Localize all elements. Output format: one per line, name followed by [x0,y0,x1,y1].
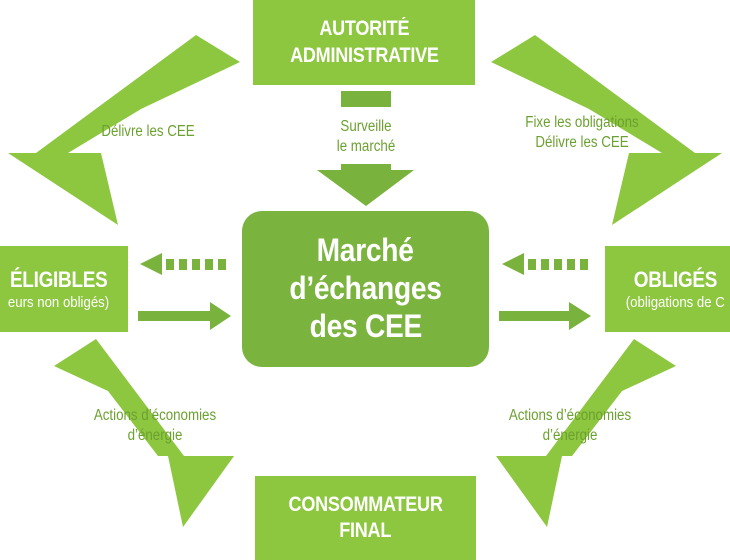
edge-label-bottom-right-line-1: Actions d’économies [508,407,632,424]
node-eligibles: ÉLIGIBLES eurs non obligés) [0,246,128,332]
edge-label-bottom-left-line-2: d’énergie [127,427,183,445]
node-marche-line-1: Marché [316,232,415,269]
node-obliges: OBLIGÉS (obligations de C [605,246,730,332]
node-marche-line-2: d’échanges [289,270,442,307]
edge-label-top-right-line-1: Fixe les obligations [525,114,639,131]
arrow-obliges-to-consommateur [496,339,676,527]
arrow-autorite-to-obliges [491,35,722,225]
node-obliges-subtitle: (obligations de C [625,293,725,311]
node-autorite-line-2: ADMINISTRATIVE [289,43,439,67]
node-consommateur-line-1: CONSOMMATEUR [288,492,443,516]
edge-label-actions-economies-right: Actions d’économies d’énergie [484,406,656,446]
edge-label-delivre-cee-left: Délivre les CEE [79,122,217,142]
edge-label-fixe-obligations: Fixe les obligations Délivre les CEE [500,113,663,153]
node-eligibles-subtitle: eurs non obligés) [8,293,110,311]
edge-label-bottom-right-line-2: d’énergie [542,427,598,445]
edge-label-top-center-line-1: Surveille [340,118,392,135]
arrow-surveille-marche [317,164,414,206]
node-consommateur-line-2: FINAL [339,519,392,542]
node-autorite-line-1: AUTORITÉ [319,17,409,41]
edge-label-actions-economies-left: Actions d’économies d’énergie [69,406,241,446]
node-obliges-title: OBLIGÉS [633,267,717,293]
dashed-arrow-marche-to-obliges [502,253,588,275]
node-eligibles-title: ÉLIGIBLES [10,267,108,293]
arrow-surveille-stub [341,91,391,107]
node-autorite-administrative: AUTORITÉ ADMINISTRATIVE [253,0,475,85]
arrow-eligibles-to-marche [138,302,231,330]
arrow-eligibles-to-consommateur [54,339,234,527]
node-consommateur-final: CONSOMMATEUR FINAL [255,476,476,560]
edge-label-top-center-line-2: le marché [336,138,396,156]
edge-label-top-left-line-1: Délivre les CEE [101,123,195,140]
dashed-arrow-marche-to-eligibles [140,253,226,275]
edge-label-bottom-left-line-1: Actions d’économies [93,407,217,424]
edge-label-surveille-marche: Surveille le marché [314,117,417,157]
edge-label-top-right-line-2: Délivre les CEE [535,134,629,152]
node-marche-line-3: des CEE [309,307,422,344]
arrow-autorite-to-eligibles [8,35,240,225]
arrow-obliges-to-marche [499,302,591,330]
node-marche-echanges: Marché d’échanges des CEE [242,211,489,367]
